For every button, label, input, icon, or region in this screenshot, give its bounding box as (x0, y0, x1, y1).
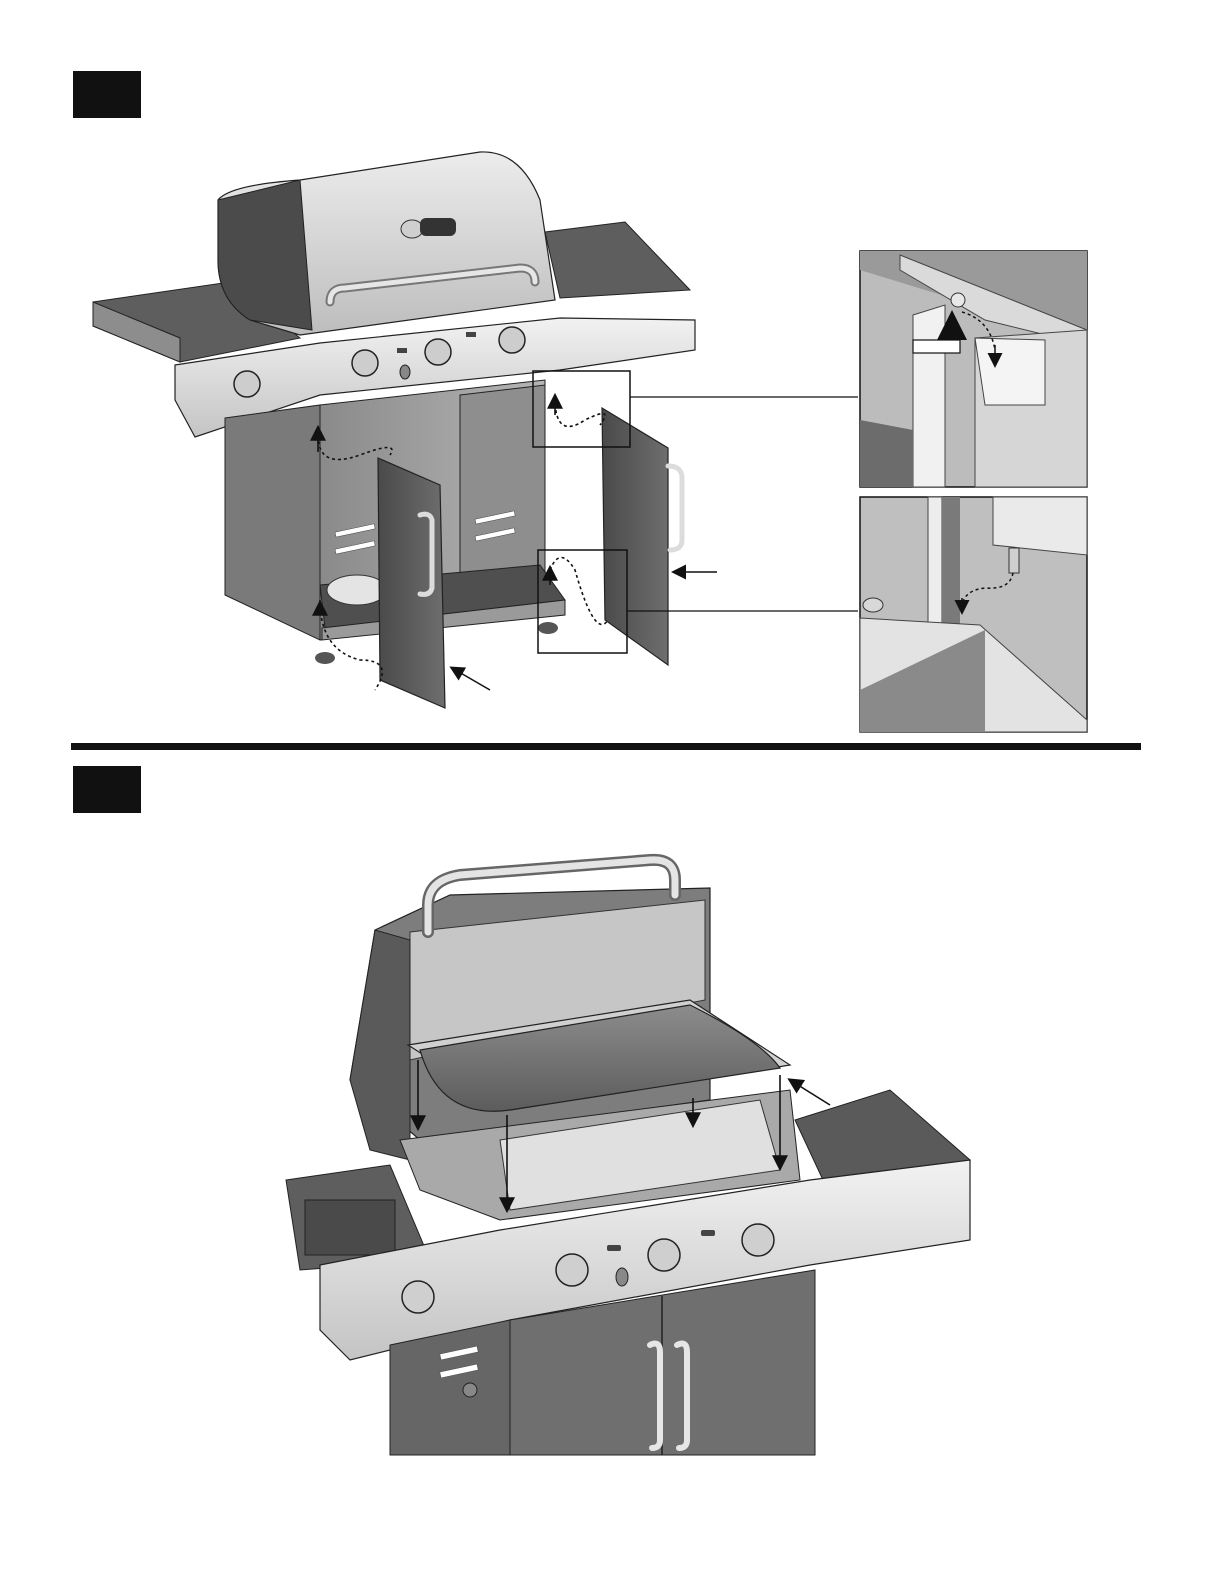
step-2-grill-illustration (286, 860, 970, 1455)
hinge-bottom-detail (860, 497, 1087, 732)
hinge-top-detail (860, 251, 1087, 487)
step-1-grill-illustration (93, 152, 858, 708)
